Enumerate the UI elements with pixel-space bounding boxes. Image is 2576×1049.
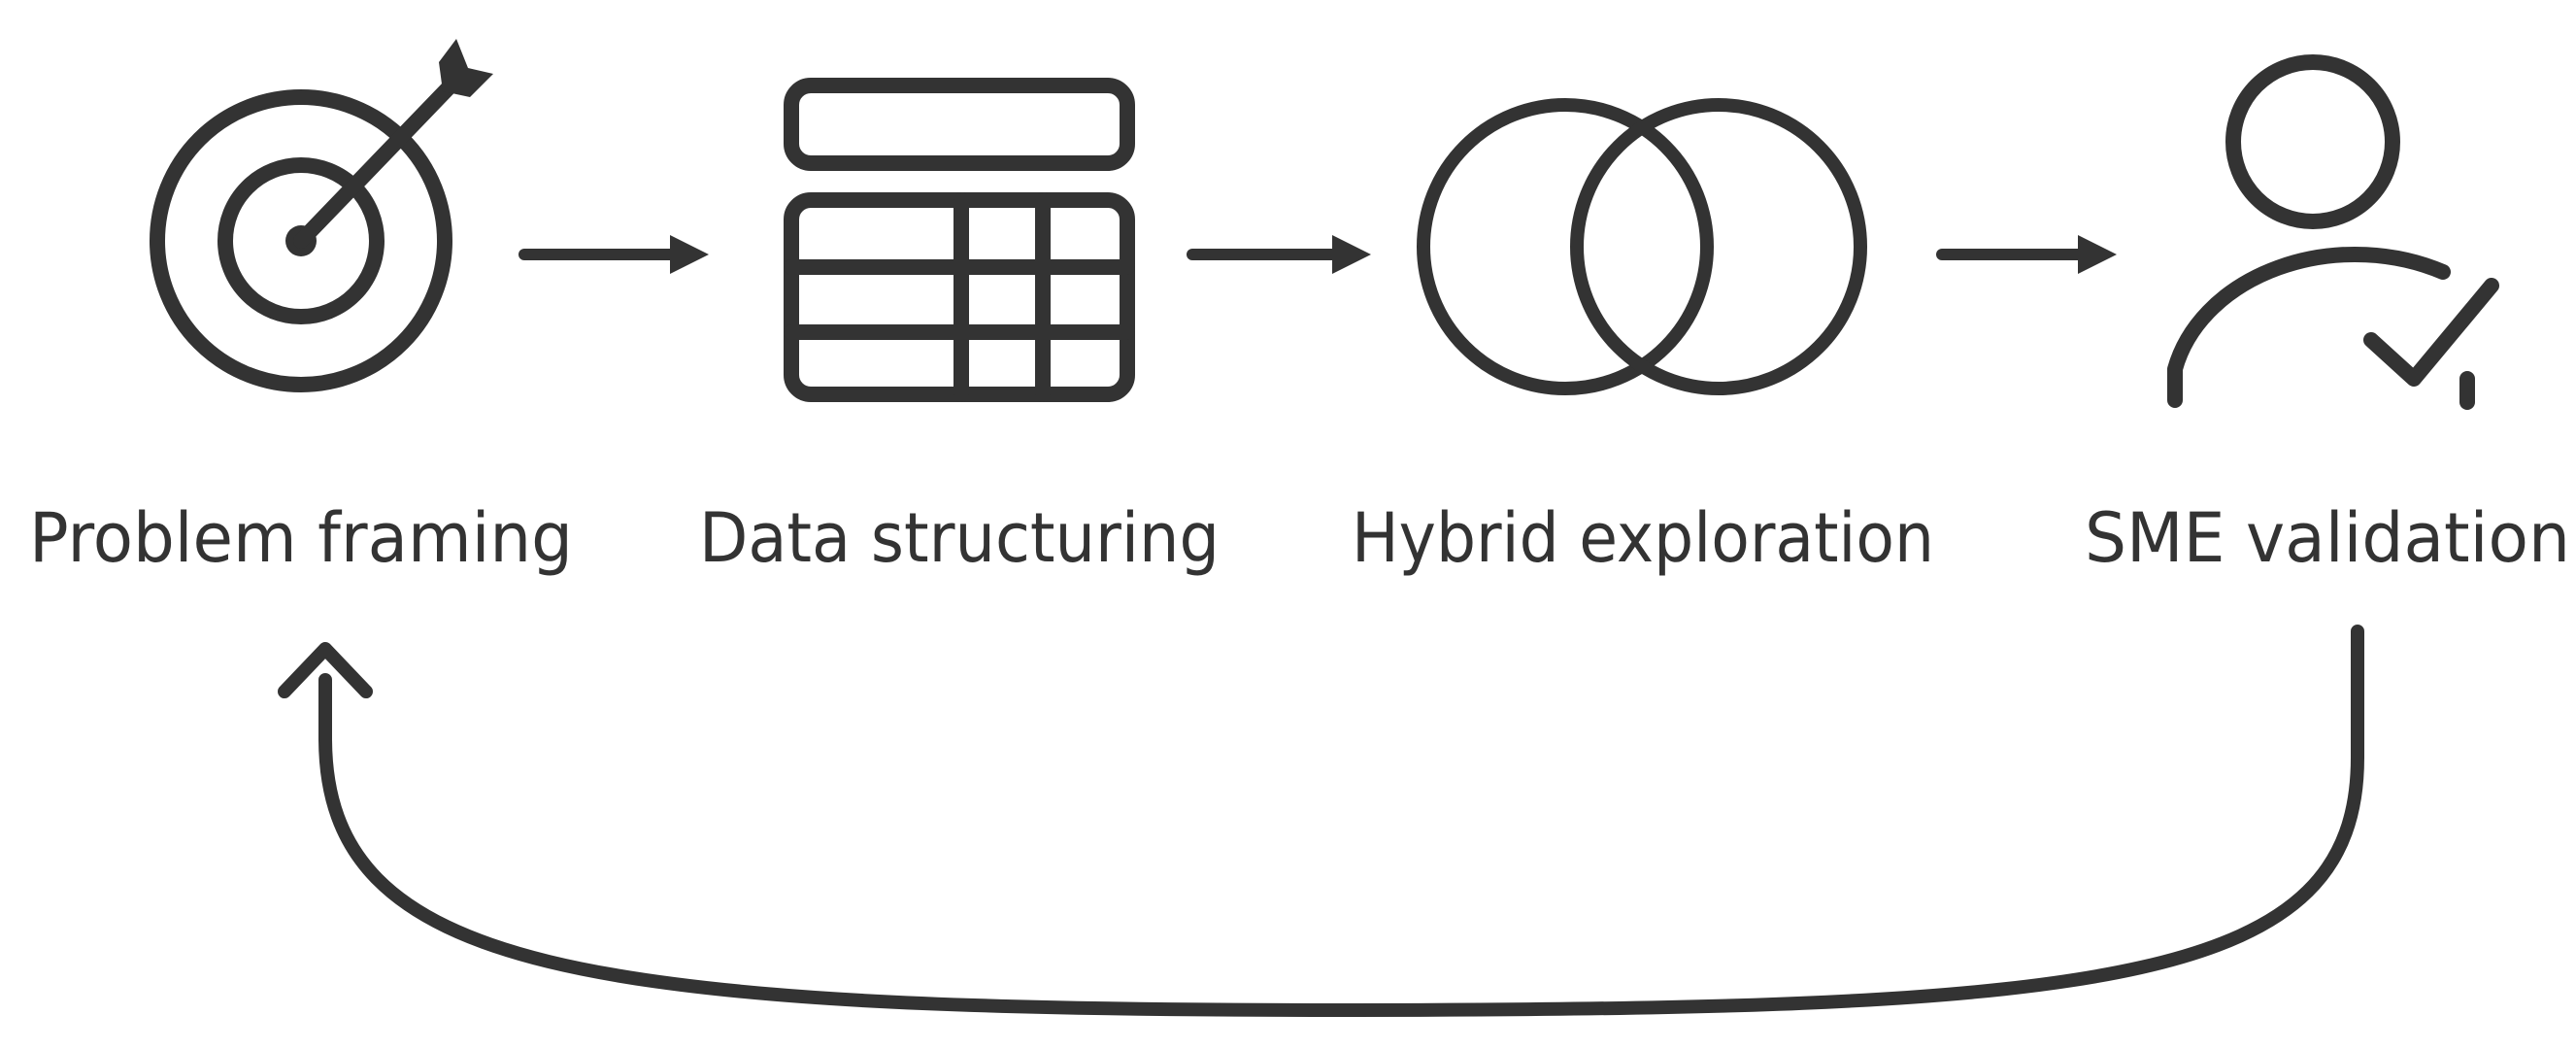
stage-label-data-structuring: Data structuring: [699, 498, 1220, 578]
feedback-loop-arrow: [278, 625, 2364, 1017]
flow-arrow-2: [1187, 235, 1371, 274]
stage-label-problem-framing: Problem framing: [29, 498, 573, 578]
user-check-icon: [2167, 54, 2499, 410]
overlapping-circles-icon: [1417, 98, 1867, 395]
flow-arrow-3: [1936, 235, 2117, 274]
flow-arrow-1: [519, 235, 709, 274]
table-icon: [784, 78, 1135, 402]
stage-label-sme-validation: SME validation: [2085, 498, 2570, 578]
stage-label-hybrid-exploration: Hybrid exploration: [1352, 498, 1934, 578]
target-arrow-icon: [150, 39, 493, 392]
